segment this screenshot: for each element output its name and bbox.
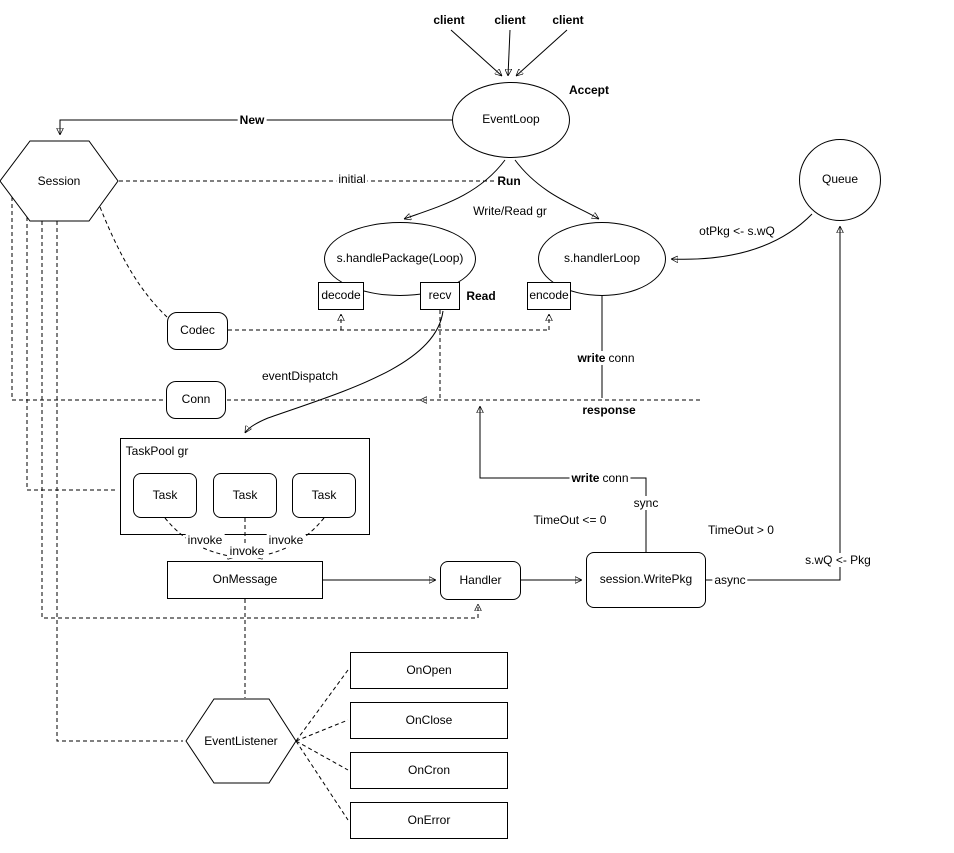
- onmessage-node: OnMessage: [167, 561, 323, 599]
- client-label-3: client: [550, 13, 586, 27]
- edge-client3-to-eventloop: [516, 29, 568, 76]
- edge-sync-response: [480, 406, 647, 552]
- edge-eventlistener-to-onclose: [295, 719, 349, 742]
- handler-node: Handler: [440, 561, 521, 600]
- onerror-node: OnError: [350, 802, 508, 839]
- taskpool-group: [120, 438, 370, 535]
- edge-eventlistener-to-onerror: [295, 740, 349, 821]
- invoke-label-1: invoke: [185, 533, 225, 547]
- session-hexagon: [0, 140, 119, 222]
- write-read-gr-label: Write/Read gr: [473, 204, 547, 218]
- task-node-3: Task: [292, 473, 356, 518]
- edge-session-to-handler: [41, 221, 478, 619]
- invoke-label-2: invoke: [266, 533, 306, 547]
- accept-label: Accept: [566, 83, 612, 97]
- task-node-1: Task: [133, 473, 197, 518]
- invoke-label-3: invoke: [227, 544, 267, 558]
- edge-eventlistener-to-oncron: [295, 740, 349, 771]
- eventlistener-hexagon: [185, 698, 297, 784]
- edge-client2-to-eventloop: [508, 29, 510, 76]
- read-label: Read: [466, 289, 496, 303]
- edge-eventlistener-to-onopen: [295, 669, 349, 742]
- edge-session-to-eventlistener: [56, 221, 183, 742]
- edge-session-to-codec: [99, 206, 168, 318]
- client-label-1: client: [431, 13, 467, 27]
- client-label-2: client: [492, 13, 528, 27]
- edge-session-to-taskpool: [26, 217, 117, 491]
- queue-node: Queue: [799, 139, 881, 221]
- async-label: async: [712, 573, 748, 587]
- session-writepkg-node: session.WritePkg: [586, 552, 706, 608]
- run-label: Run: [495, 174, 523, 188]
- decode-node: decode: [318, 282, 364, 310]
- task-node-2: Task: [213, 473, 277, 518]
- oncron-node: OnCron: [350, 752, 508, 789]
- codec-node: Codec: [167, 312, 228, 350]
- edge-new-session: [60, 119, 452, 135]
- new-label: New: [237, 113, 267, 127]
- encode-node: encode: [527, 282, 571, 310]
- edge-client1-to-eventloop: [450, 29, 502, 76]
- otpkg-label: otPkg <- s.wQ: [697, 224, 777, 238]
- edge-queue-to-handlerloop: [671, 213, 813, 259]
- edge-session-to-conn: [11, 197, 163, 401]
- edge-run-to-handlerloop: [514, 159, 599, 220]
- eventlistener-label: EventListener: [204, 734, 278, 748]
- edge-run-to-handlepackage: [404, 159, 506, 219]
- onopen-node: OnOpen: [350, 652, 508, 689]
- timeout-le-0-label: TimeOut <= 0: [533, 513, 607, 527]
- edge-async-to-queue: [706, 226, 840, 581]
- session-label: Session: [37, 174, 81, 188]
- response-label: response: [582, 403, 636, 417]
- eventloop-node: EventLoop: [452, 82, 570, 158]
- wq-send-label: s.wQ <- Pkg: [803, 553, 873, 567]
- taskpool-label: TaskPool gr: [125, 444, 189, 458]
- initial-label: initial: [336, 172, 368, 186]
- conn-node: Conn: [166, 381, 226, 419]
- recv-node: recv: [420, 282, 460, 310]
- timeout-gt-0-label: TimeOut > 0: [708, 523, 774, 537]
- edge-eventdispatch: [244, 310, 444, 433]
- onclose-node: OnClose: [350, 702, 508, 739]
- eventdispatch-label: eventDispatch: [261, 369, 339, 383]
- sync-label: sync: [631, 496, 661, 510]
